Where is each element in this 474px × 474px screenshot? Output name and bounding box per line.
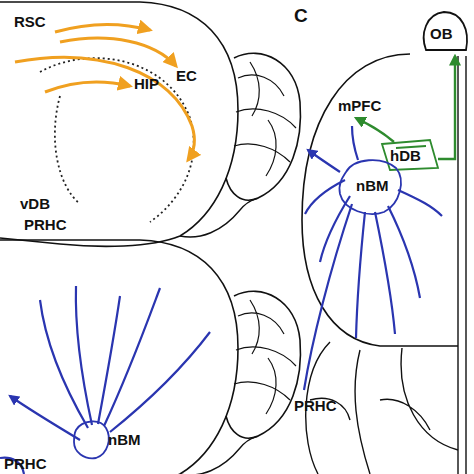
- region-label: mPFC: [338, 98, 381, 113]
- panel-letter: C: [294, 6, 308, 25]
- region-name: OB: [430, 26, 453, 41]
- midline: [458, 56, 466, 474]
- region-node: nBM: [338, 158, 402, 214]
- region-label: vDB: [20, 196, 50, 211]
- region-node: nBM: [72, 418, 152, 460]
- region-label: HIP: [134, 76, 159, 91]
- side-view-brain: [0, 2, 300, 246]
- region-name: nBM: [356, 178, 389, 193]
- projection-arrow: [356, 118, 394, 142]
- region-label: PRHC: [24, 217, 67, 232]
- projection-arrow: [304, 126, 442, 390]
- region-node: OB: [420, 10, 470, 56]
- dotted-pathway: [40, 58, 194, 222]
- hemisphere-outline: [302, 54, 458, 346]
- region-node: hDB: [380, 138, 440, 172]
- projection-arrow: [60, 38, 176, 66]
- region-label: EC: [176, 68, 197, 83]
- side-view-brain: [0, 240, 300, 474]
- region-label: RSC: [14, 14, 46, 29]
- region-outline-path: [339, 160, 400, 214]
- region-name: hDB: [390, 148, 421, 163]
- region-outline-path: [74, 421, 109, 458]
- projection-arrow: [55, 24, 150, 32]
- region-label: PRHC: [294, 398, 337, 413]
- region-outline-path: [424, 12, 467, 50]
- projection-arrow: [10, 286, 210, 440]
- region-label: PRHC: [4, 456, 47, 471]
- projection-arrow: [15, 57, 195, 160]
- projection-connector: [438, 56, 455, 159]
- region-name: nBM: [108, 432, 141, 447]
- projection-arrow: [45, 82, 130, 92]
- region-outline-path: [382, 140, 438, 170]
